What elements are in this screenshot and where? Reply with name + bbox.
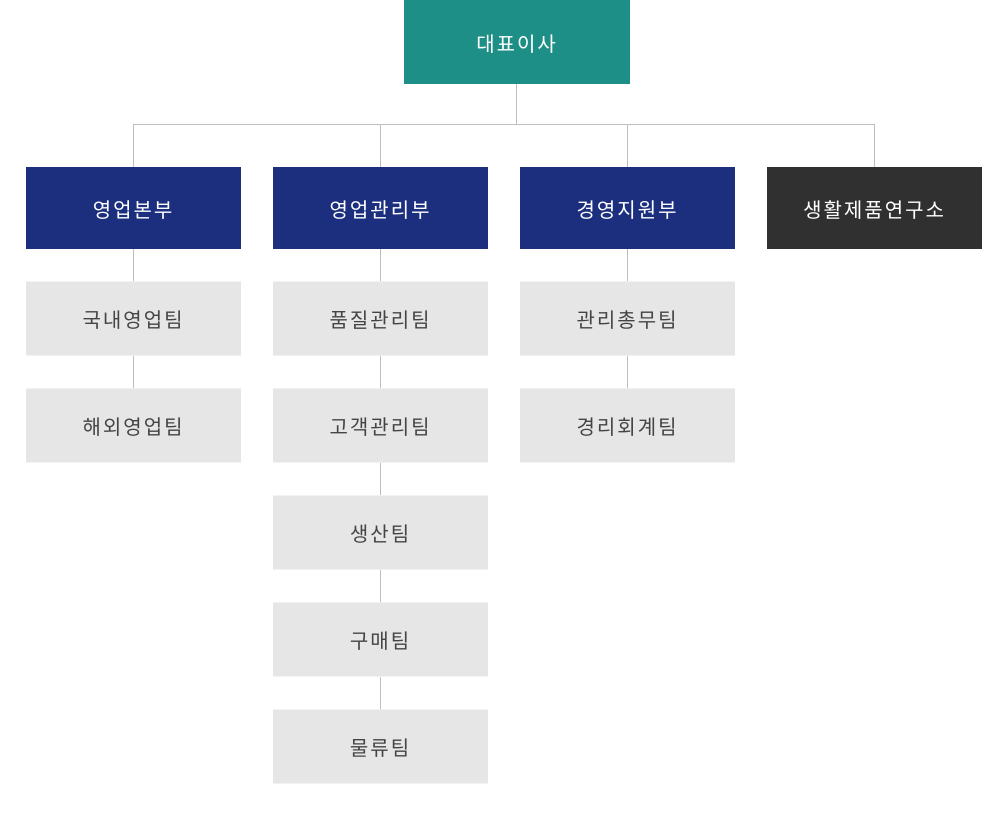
team-general-affairs: 관리총무팀 [520, 281, 735, 356]
dept-label: 경영지원부 [576, 197, 679, 222]
connector-dept-2-team-4 [380, 570, 381, 602]
connector-dept-4-up [874, 124, 875, 167]
dept-household-products-lab: 생활제품연구소 [767, 167, 982, 249]
ceo-label: 대표이사 [476, 31, 558, 56]
team-domestic-sales: 국내영업팀 [26, 281, 241, 356]
connector-dept-1-up [133, 124, 134, 167]
team-label: 구매팀 [349, 629, 412, 653]
team-label: 품질관리팀 [329, 308, 432, 332]
team-label: 물류팀 [349, 736, 412, 760]
team-overseas-sales: 해외영업팀 [26, 388, 241, 463]
connector-dept-2-team-3 [380, 463, 381, 495]
team-purchasing: 구매팀 [273, 602, 488, 677]
connector-dept-2-team-2 [380, 356, 381, 388]
connector-dept-3-up [627, 124, 628, 167]
team-label: 국내영업팀 [82, 308, 185, 332]
dept-sales-headquarters: 영업본부 [26, 167, 241, 249]
connector-dept-3-team-1 [627, 249, 628, 281]
dept-management-support: 경영지원부 [520, 167, 735, 249]
connector-horizontal [133, 124, 875, 125]
connector-dept-2-team-5 [380, 677, 381, 709]
connector-ceo-down [516, 84, 517, 125]
connector-dept-3-team-2 [627, 356, 628, 388]
dept-label: 생활제품연구소 [803, 197, 946, 222]
team-label: 경리회계팀 [576, 415, 679, 439]
team-accounting: 경리회계팀 [520, 388, 735, 463]
team-label: 관리총무팀 [576, 308, 679, 332]
connector-dept-2-team-1 [380, 249, 381, 281]
team-label: 생산팀 [349, 522, 412, 546]
dept-label: 영업관리부 [329, 197, 432, 222]
connector-dept-1-team-2 [133, 356, 134, 388]
team-customer-management: 고객관리팀 [273, 388, 488, 463]
team-label: 고객관리팀 [329, 415, 432, 439]
connector-dept-1-team-1 [133, 249, 134, 281]
team-production: 생산팀 [273, 495, 488, 570]
dept-sales-management: 영업관리부 [273, 167, 488, 249]
team-logistics: 물류팀 [273, 709, 488, 784]
dept-label: 영업본부 [92, 197, 175, 222]
ceo-box: 대표이사 [404, 0, 630, 84]
team-quality-management: 품질관리팀 [273, 281, 488, 356]
connector-dept-2-up [380, 124, 381, 167]
team-label: 해외영업팀 [82, 415, 185, 439]
